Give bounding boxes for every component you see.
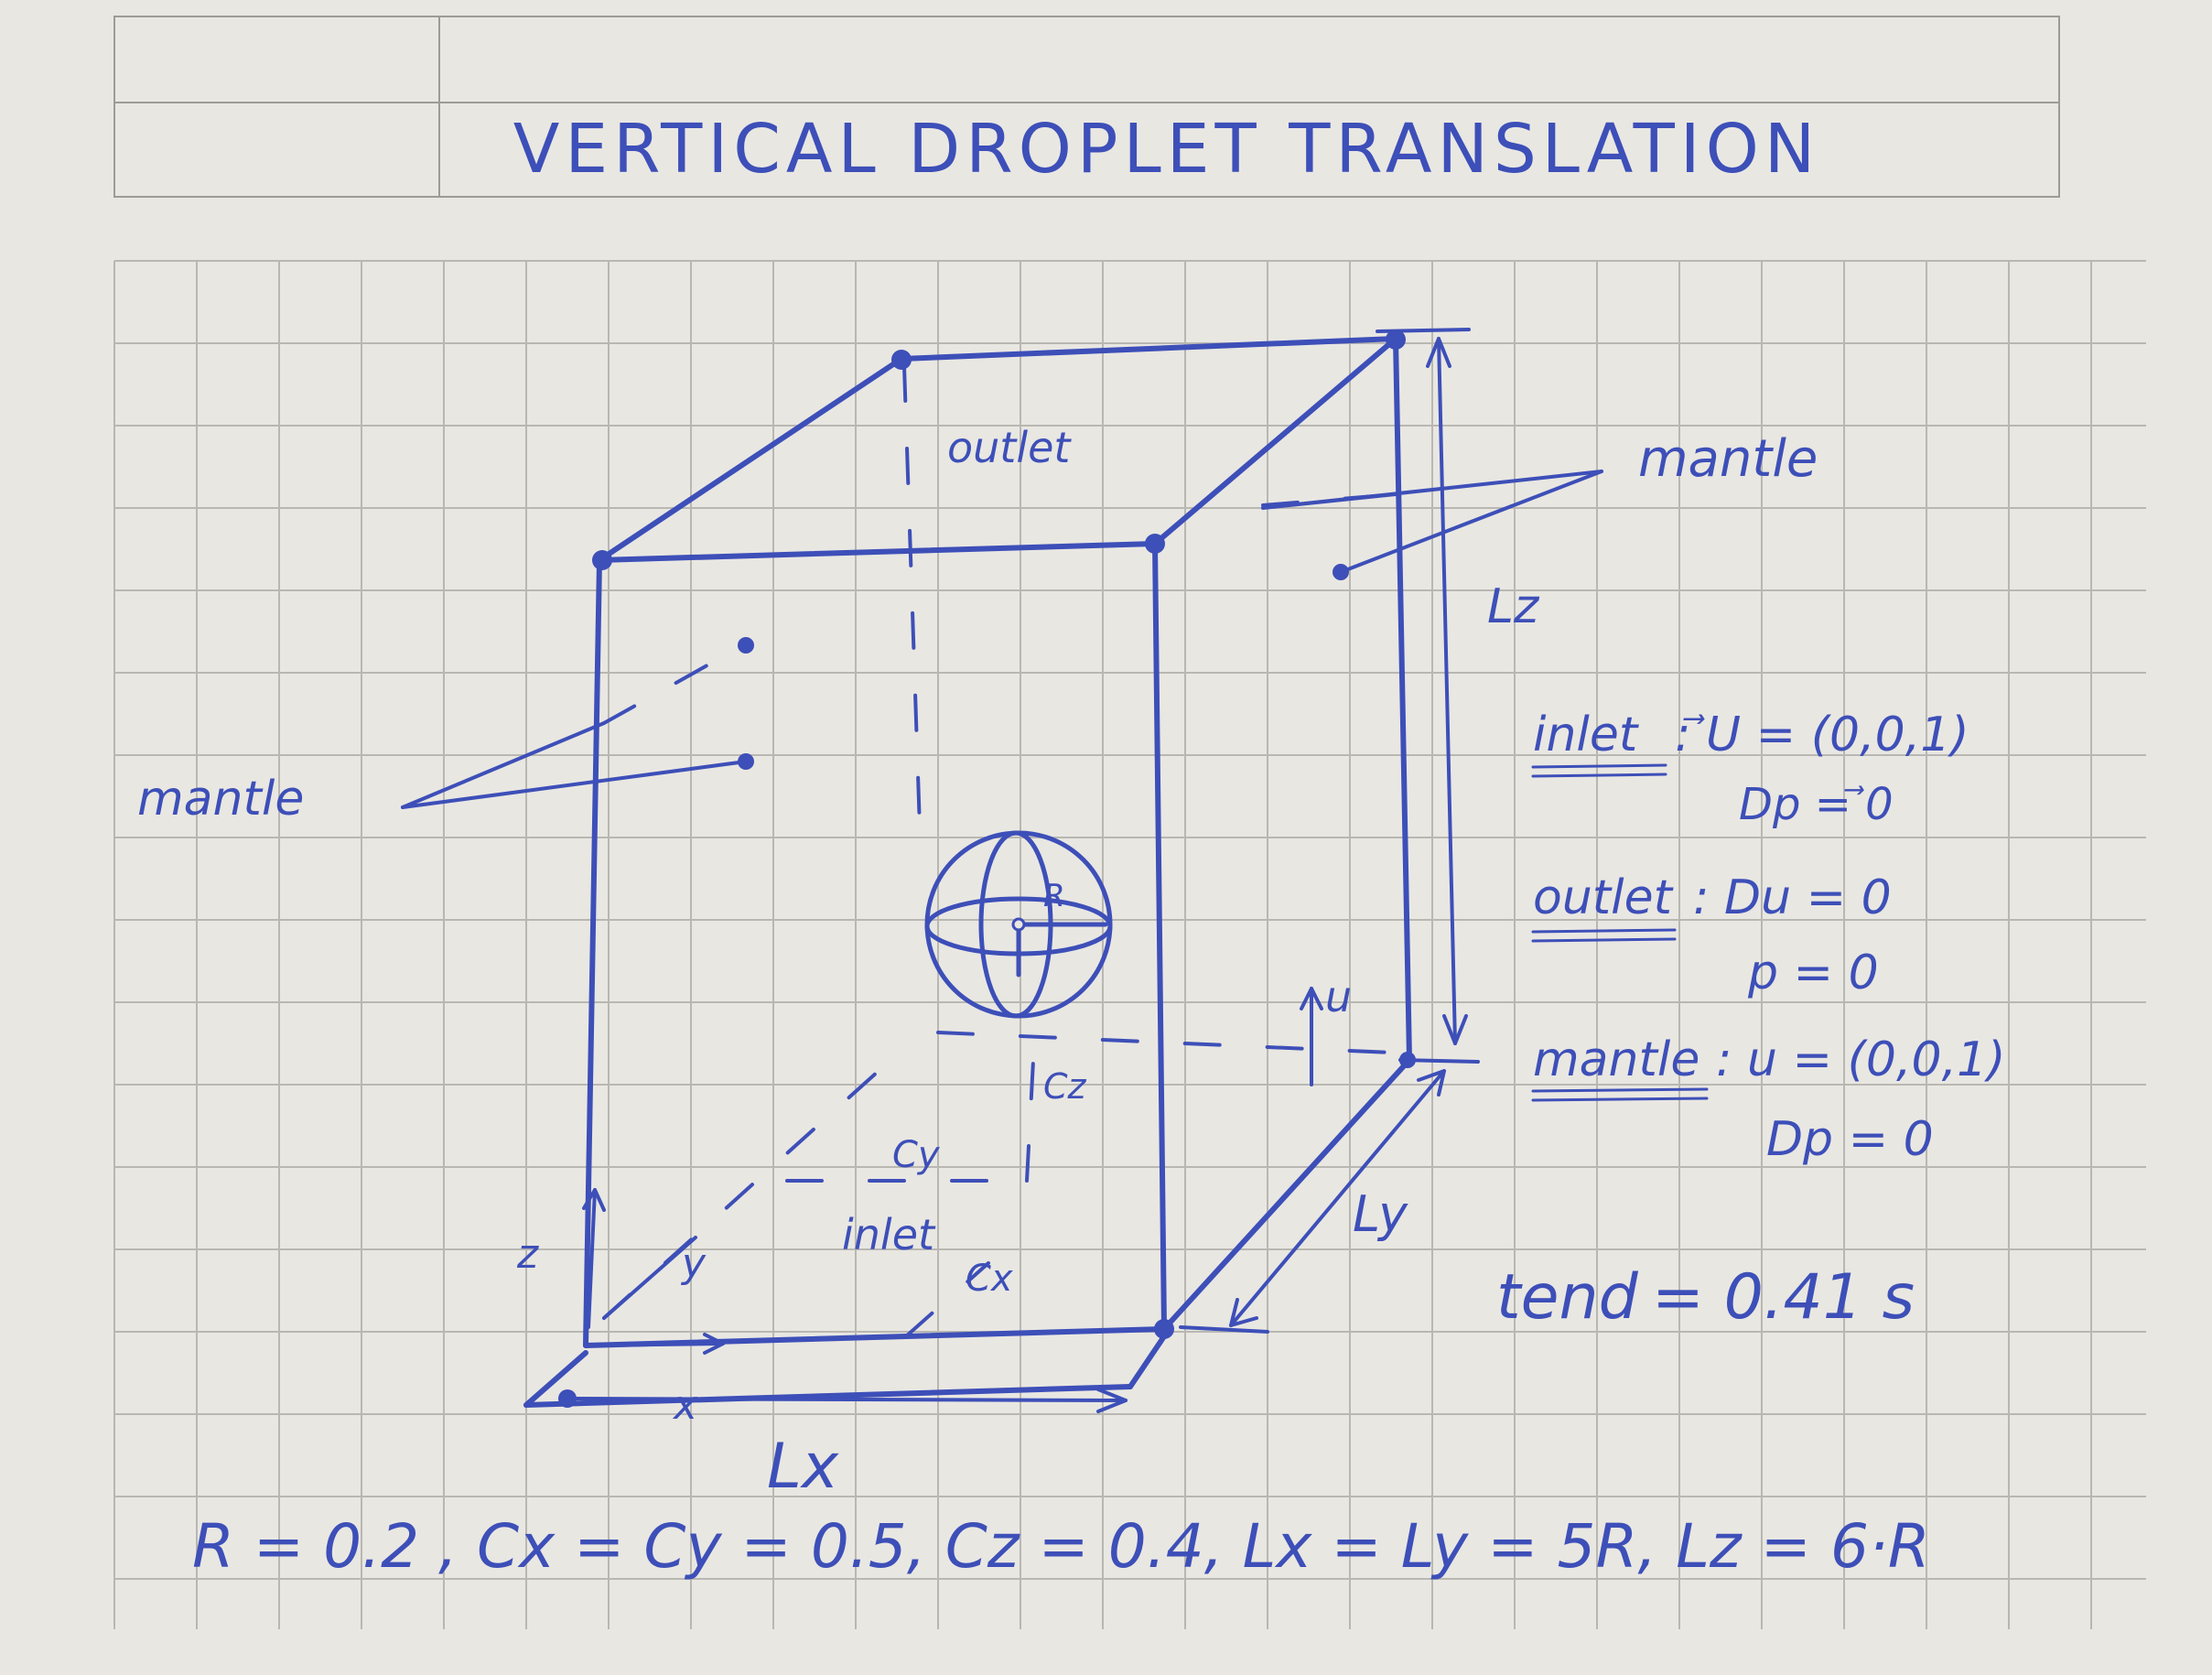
bc-mantle-line1: : u = (0,0,1) <box>1716 1032 2006 1087</box>
end-time-label: tend <box>1496 1261 1639 1334</box>
velocity-label: u <box>1325 972 1352 1021</box>
bc-outlet-name: outlet <box>1533 870 1674 925</box>
radius-label: R <box>1043 878 1065 914</box>
bc-inlet-underline <box>1531 763 1667 778</box>
bc-inlet-line2: Dp = ⃗0 <box>1739 779 1894 830</box>
inlet-label: inlet <box>842 1210 936 1259</box>
cy-label: Cy <box>892 1134 941 1176</box>
axis-y-label: y <box>680 1240 707 1287</box>
ly-label: Ly <box>1353 1185 1408 1243</box>
mantle-right-label: mantle <box>1638 429 1818 489</box>
velocity-arrow <box>1300 987 1323 1086</box>
bc-mantle-underline <box>1531 1087 1709 1102</box>
bc-outlet-line2: p = 0 <box>1747 946 1879 1000</box>
bc-inlet-line1: : ⃗U = (0,0,1) <box>1675 708 1969 762</box>
parameters-line: R = 0.2 , Cx = Cy = 0.5, Cz = 0.4, Lx = … <box>192 1511 1930 1582</box>
domain-box <box>523 336 1412 1408</box>
lx-dimension <box>566 1388 1128 1413</box>
mantle-left-label: mantle <box>137 772 304 827</box>
diagram-title: VERTICAL DROPLET TRANSLATION <box>513 110 1820 189</box>
droplet-sphere <box>924 830 1113 1019</box>
corner-dots <box>558 330 1416 1408</box>
lx-label: Lx <box>767 1431 839 1503</box>
axes <box>582 1188 725 1355</box>
bc-outlet-line1: : Du = 0 <box>1693 870 1892 925</box>
hidden-edges <box>602 364 1397 1338</box>
outlet-label: outlet <box>947 423 1072 472</box>
axis-x-label: x <box>672 1382 698 1429</box>
cz-label: Cz <box>1043 1066 1087 1107</box>
bc-inlet-name: inlet <box>1533 708 1639 762</box>
bc-outlet-underline <box>1531 928 1677 943</box>
bc-mantle-line2: Dp = 0 <box>1766 1112 1934 1167</box>
droplet-center <box>1011 917 1026 932</box>
cx-label: Cx <box>966 1258 1013 1300</box>
bc-mantle-name: mantle <box>1533 1032 1699 1087</box>
axis-z-label: z <box>516 1231 539 1278</box>
lz-dimension <box>1376 328 1480 1064</box>
boundary-conditions: inlet : ⃗U = (0,0,1) Dp = ⃗0 outlet : Du… <box>1531 708 2006 1167</box>
lz-label: Lz <box>1487 579 1540 634</box>
end-time-value: = 0.41 s <box>1652 1261 1915 1334</box>
mantle-leaders <box>401 470 1603 809</box>
ly-dimension <box>1179 1069 1446 1334</box>
title-box <box>113 16 2060 198</box>
